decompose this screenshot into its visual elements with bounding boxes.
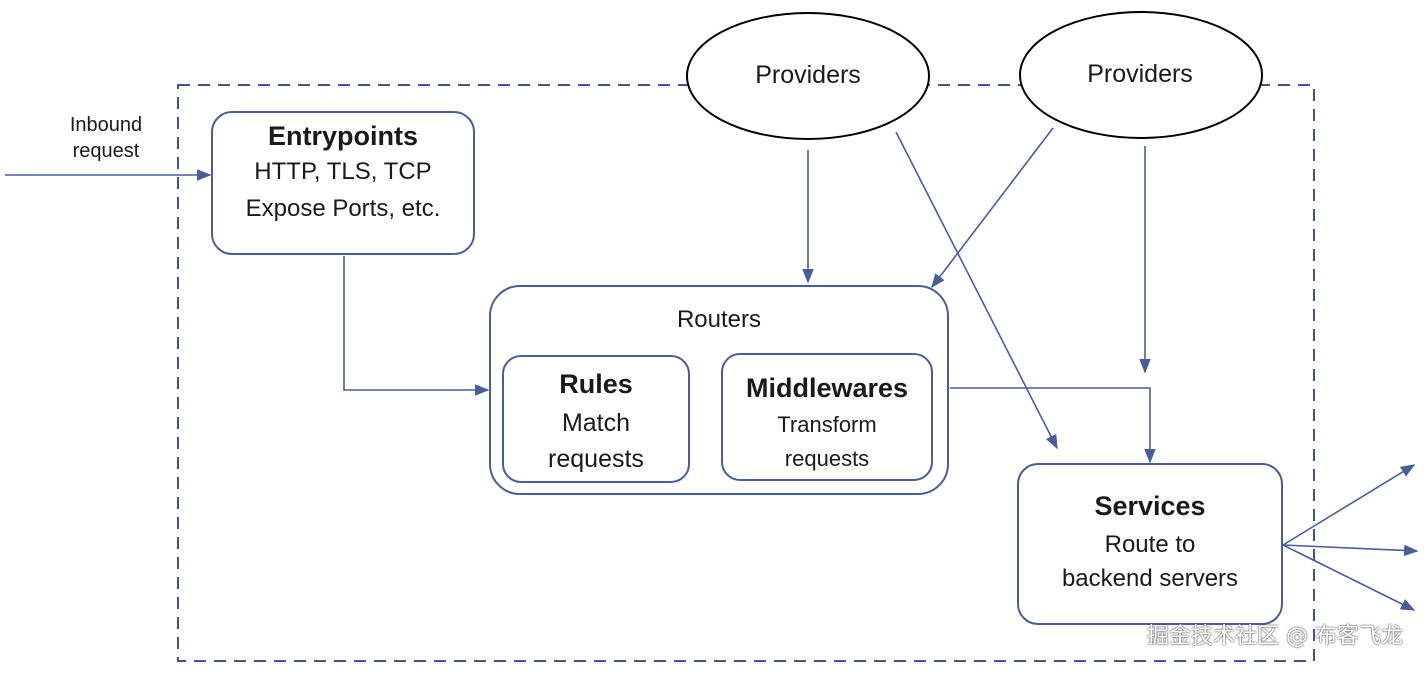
- providers-label-1: Providers: [755, 61, 861, 89]
- middlewares-line1: Transform: [777, 412, 877, 437]
- services-title: Services: [1094, 491, 1206, 521]
- services-box: [1017, 463, 1283, 625]
- services-to-backend-arrow-2: [1282, 544, 1419, 557]
- routers-to-services-arrow: [950, 387, 1156, 464]
- inbound-request-label: Inbound request: [46, 112, 166, 164]
- middlewares-title: Middlewares: [745, 373, 909, 403]
- rules-line2: requests: [548, 445, 644, 473]
- routers-title: Routers: [676, 306, 762, 333]
- watermark-text: 掘金技术社区 @ 布客飞龙: [1147, 623, 1403, 649]
- services-line2: backend servers: [1061, 565, 1239, 592]
- entrypoints-box: [211, 111, 475, 255]
- inbound-line2: request: [72, 140, 140, 162]
- services-to-backend-arrow-3: [1282, 544, 1416, 611]
- providers-label-2: Providers: [1087, 60, 1193, 88]
- entrypoints-to-routers-arrow: [343, 256, 490, 396]
- services-to-backend-arrow-1: [1282, 464, 1416, 546]
- provider2-to-routers-arrow: [931, 127, 1054, 289]
- providers-ellipse-1: [686, 12, 930, 140]
- middlewares-box: [721, 353, 933, 481]
- providers-ellipse-2: [1019, 11, 1263, 139]
- services-line1: Route to: [1104, 531, 1196, 558]
- rules-line1: Match: [561, 409, 631, 437]
- entrypoints-title: Entrypoints: [267, 121, 418, 151]
- entrypoints-line2: Expose Ports, etc.: [245, 195, 441, 222]
- middlewares-line2: requests: [784, 446, 870, 471]
- inbound-line1: Inbound: [69, 114, 143, 136]
- rules-title: Rules: [559, 369, 633, 399]
- rules-box: [502, 355, 690, 483]
- provider1-to-services-arrow: [895, 131, 1058, 450]
- entrypoints-line1: HTTP, TLS, TCP: [254, 158, 432, 185]
